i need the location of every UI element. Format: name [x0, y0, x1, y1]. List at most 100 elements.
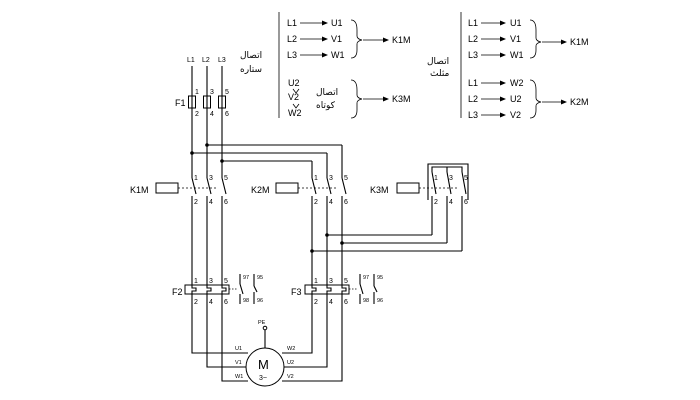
contactor-k1m: K1M 1 3 5 2 4 6: [130, 175, 228, 206]
star-label-line1: اتصال: [240, 51, 262, 61]
motor-symbol: M: [258, 357, 269, 372]
f3-aux-98: 98: [363, 298, 369, 304]
arrow-icon: [322, 36, 328, 42]
motor-terminal-v2: V2: [287, 374, 294, 380]
fuse-f1: F1 1 3 5 2 4 6: [175, 89, 229, 118]
f2-top-3: 3: [209, 278, 213, 285]
arrow-icon: [500, 20, 506, 26]
fuse-f1-top-5: 5: [225, 89, 229, 96]
arrow-icon: [500, 52, 506, 58]
contactor-k2m-label: K2M: [251, 185, 270, 195]
line-label-l2: L2: [202, 57, 210, 64]
short-label-line2: کوتاه: [316, 101, 336, 111]
star-row-3-from: L3: [287, 50, 297, 60]
brace-icon: [350, 79, 363, 119]
overload-f3-label: F3: [291, 287, 302, 297]
k2m-top-3: 3: [329, 175, 333, 182]
brace-icon: [350, 19, 363, 59]
k2m-row-1-from: L1: [468, 78, 478, 88]
line-label-l1: L1: [187, 57, 195, 64]
f2-aux-96: 96: [257, 298, 263, 304]
contactor-k3m-label: K3M: [370, 185, 389, 195]
short-item-1: U2: [288, 78, 300, 88]
k2m-bottom-4: 4: [329, 199, 333, 206]
k3m-bottom-6: 6: [464, 199, 468, 206]
k2m-top-1: 1: [314, 175, 318, 182]
fuse-f1-label: F1: [175, 98, 186, 108]
f2-aux-97: 97: [243, 275, 249, 281]
star-row-1-to: U1: [331, 18, 343, 28]
k2m-top-5: 5: [344, 175, 348, 182]
ground-terminal-icon: [262, 325, 268, 331]
f2-top-1: 1: [194, 278, 198, 285]
arrow-icon: [561, 39, 567, 45]
connection-table-left: L1 U1 L2 V1 L3 W1 K1M اتصال ستاره U2 V2 …: [240, 12, 411, 119]
arrow-icon: [500, 80, 506, 86]
fuse-f1-top-1: 1: [195, 89, 199, 96]
short-item-3: W2: [288, 108, 302, 118]
k2m-bottom-6: 6: [344, 199, 348, 206]
motor-terminal-v1: V1: [235, 360, 242, 366]
k3m-bottom-4: 4: [449, 199, 453, 206]
star-label-line2: ستاره: [240, 65, 262, 75]
fuse-f1-top-3: 3: [210, 89, 214, 96]
k3m-top-5: 5: [464, 175, 468, 182]
k1m-top-1: 1: [194, 175, 198, 182]
k3m-bottom-2: 2: [434, 199, 438, 206]
fuse-f1-bottom-6: 6: [225, 111, 229, 118]
brace-icon: [529, 79, 542, 119]
overload-f2-label: F2: [172, 287, 183, 297]
k3m-top-3: 3: [449, 175, 453, 182]
short-item-2: V2: [288, 92, 299, 102]
fuse-f1-bottom-4: 4: [210, 111, 214, 118]
motor-m: M 3~ PE U1 V1 W1 W2 U2 V2: [235, 320, 295, 387]
delta-row-3-to: W1: [510, 50, 524, 60]
f2-bottom-4: 4: [209, 299, 213, 306]
power-circuit: L1 L2 L3 F1 1 3 5 2 4 6: [130, 57, 469, 387]
k1m-bottom-4: 4: [209, 199, 213, 206]
contactor-coil-icon: [396, 182, 420, 194]
star-connection-rows: L1 U1 L2 V1 L3 W1: [287, 18, 345, 60]
f3-aux-96: 96: [377, 298, 383, 304]
k2m-target: K2M: [570, 97, 589, 107]
contactor-coil-icon: [275, 182, 299, 194]
overload-relay-f3: F3 1 3 5 2 4 6 97 95 98 96: [291, 274, 383, 306]
f2-aux-95: 95: [257, 275, 263, 281]
k2m-row-2-from: L2: [468, 94, 478, 104]
motor-terminal-w2: W2: [287, 346, 295, 352]
k2m-row-3-to: V2: [510, 110, 521, 120]
delta-row-3-from: L3: [468, 50, 478, 60]
k2m-row-1-to: W2: [510, 78, 524, 88]
short-connection-rows: U2 V2 W2: [288, 78, 302, 118]
line-label-l3: L3: [218, 57, 226, 64]
f3-bottom-2: 2: [314, 299, 318, 306]
f2-aux-98: 98: [243, 298, 249, 304]
star-row-2-from: L2: [287, 34, 297, 44]
arrow-icon: [561, 99, 567, 105]
star-target-k1m: K1M: [392, 35, 411, 45]
f2-bottom-2: 2: [194, 299, 198, 306]
arrow-icon: [322, 20, 328, 26]
k1m-bottom-6: 6: [224, 199, 228, 206]
delta-row-1-from: L1: [468, 18, 478, 28]
contactor-k3m: K3M 1 3 5 2 4 6: [370, 163, 469, 206]
delta-row-2-to: V1: [510, 34, 521, 44]
motor-terminal-u1: U1: [235, 346, 242, 352]
f2-bottom-6: 6: [224, 299, 228, 306]
k1m-bottom-2: 2: [194, 199, 198, 206]
arrow-icon: [500, 36, 506, 42]
f3-bottom-4: 4: [329, 299, 333, 306]
motor-terminal-u2: U2: [287, 360, 294, 366]
contactor-k1m-label: K1M: [130, 185, 149, 195]
arrow-icon: [383, 96, 389, 102]
star-row-3-to: W1: [331, 50, 345, 60]
f3-top-1: 1: [314, 278, 318, 285]
f2-top-5: 5: [224, 278, 228, 285]
k3m-top-1: 1: [434, 175, 438, 182]
arrow-icon: [500, 96, 506, 102]
connection-table-right: اتصال مثلث L1 U1 L2 V1 L3 W1 K1M L1 W2 L…: [427, 12, 589, 120]
star-row-2-to: V1: [331, 34, 342, 44]
delta-label-line1: اتصال: [427, 57, 449, 67]
k1m-top-3: 3: [209, 175, 213, 182]
